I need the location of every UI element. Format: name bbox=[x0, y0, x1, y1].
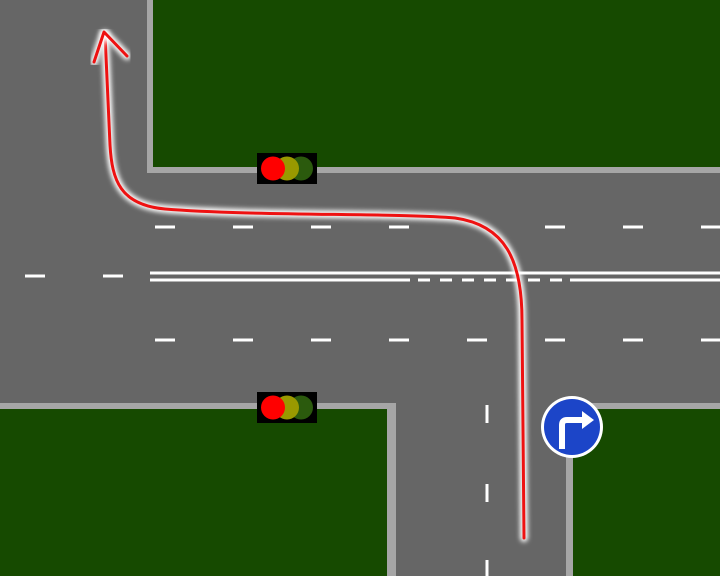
route-path-line bbox=[103, 32, 526, 540]
route-path bbox=[90, 28, 528, 542]
lamp-red bbox=[261, 156, 285, 181]
arrow-up-icon bbox=[92, 30, 129, 64]
lane-markings bbox=[25, 225, 720, 576]
traffic-light-south bbox=[257, 392, 317, 423]
sign-arrow-head bbox=[582, 411, 594, 429]
turn-right-sign-icon bbox=[541, 396, 603, 458]
grass-south-west bbox=[0, 409, 387, 576]
sign-arrow bbox=[559, 417, 584, 449]
lamp-red bbox=[261, 395, 285, 420]
grass-north-east bbox=[153, 0, 720, 167]
traffic-light-north bbox=[257, 153, 317, 184]
sign-face bbox=[544, 399, 600, 455]
